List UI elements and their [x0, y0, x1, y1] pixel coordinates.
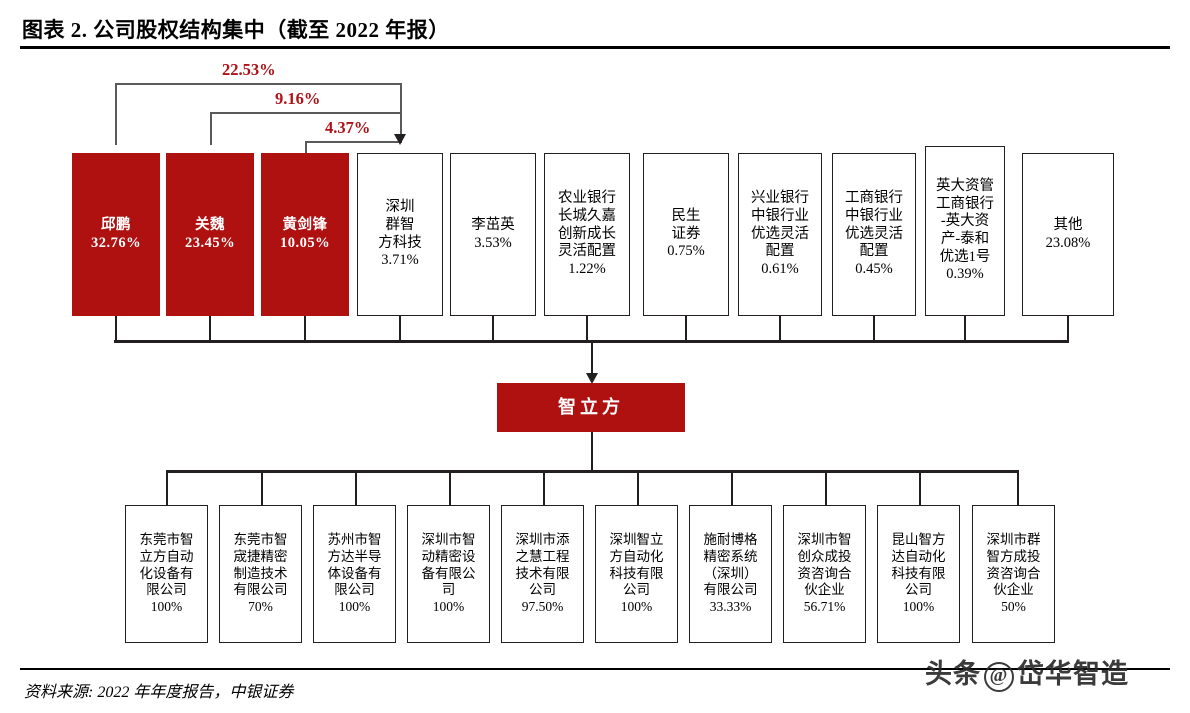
connector-to-company [591, 340, 593, 379]
cross-line-2-vertical-left [210, 112, 212, 145]
connector-subsidiary-7 [825, 470, 827, 506]
cross-line-3-vertical-left [305, 141, 307, 153]
page-title: 图表 2. 公司股权结构集中（截至 2022 年报） [22, 18, 450, 42]
watermark: 头条@岱华智造 [925, 652, 1129, 692]
connector-shareholder-10 [1067, 316, 1069, 341]
title-divider [20, 46, 1170, 49]
connector-subsidiary-4 [543, 470, 545, 506]
connector-subsidiary-2 [355, 470, 357, 506]
connector-shareholder-4 [492, 316, 494, 341]
connector-subsidiary-5 [637, 470, 639, 506]
cross-holding-arrow-icon [394, 134, 406, 145]
at-sign-icon: @ [984, 661, 1014, 692]
cross-line-3-horizontal [305, 141, 402, 143]
watermark-left-text: 头条 [925, 659, 981, 689]
cross-holding-pct-3: 4.37% [325, 118, 371, 137]
cross-line-2-horizontal [210, 112, 402, 114]
cross-holding-pct-1: 22.53% [222, 60, 276, 79]
connector-shareholder-9 [964, 316, 966, 341]
cross-line-1-vertical-right [400, 83, 402, 133]
cross-line-1-vertical-left [115, 83, 117, 145]
footer-divider [20, 668, 1170, 670]
subsidiary-bus-line [166, 470, 1018, 473]
connector-subsidiary-6 [731, 470, 733, 506]
connector-shareholder-1 [209, 316, 211, 341]
connector-shareholder-5 [586, 316, 588, 341]
connector-shareholder-0 [115, 316, 117, 341]
connector-company-to-subs [591, 432, 593, 472]
connector-shareholder-3 [399, 316, 401, 341]
watermark-right-text: 岱华智造 [1017, 659, 1129, 689]
connector-subsidiary-8 [919, 470, 921, 506]
connector-subsidiary-1 [261, 470, 263, 506]
cross-holding-pct-2: 9.16% [275, 89, 321, 108]
company-label: 智立方 [558, 396, 624, 417]
company-arrow-icon [586, 373, 598, 384]
source-note: 资料来源: 2022 年年度报告，中银证券 [24, 684, 294, 701]
cross-line-2-vertical-right [400, 112, 402, 134]
connector-shareholder-7 [779, 316, 781, 341]
connector-subsidiary-9 [1017, 470, 1019, 506]
connector-subsidiary-3 [449, 470, 451, 506]
company-box[interactable]: 智立方 [497, 383, 685, 432]
connector-shareholder-2 [304, 316, 306, 341]
connector-subsidiary-0 [166, 470, 168, 506]
cross-line-1-horizontal [115, 83, 402, 85]
connector-shareholder-6 [685, 316, 687, 341]
connector-shareholder-8 [873, 316, 875, 341]
